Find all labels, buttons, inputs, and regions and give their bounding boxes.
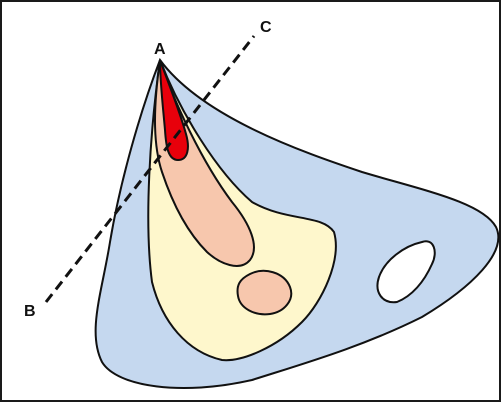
point-label-c: C — [260, 19, 272, 36]
point-label-a: A — [154, 41, 166, 58]
point-label-b: B — [24, 303, 36, 320]
inner-blob-region — [238, 271, 292, 314]
